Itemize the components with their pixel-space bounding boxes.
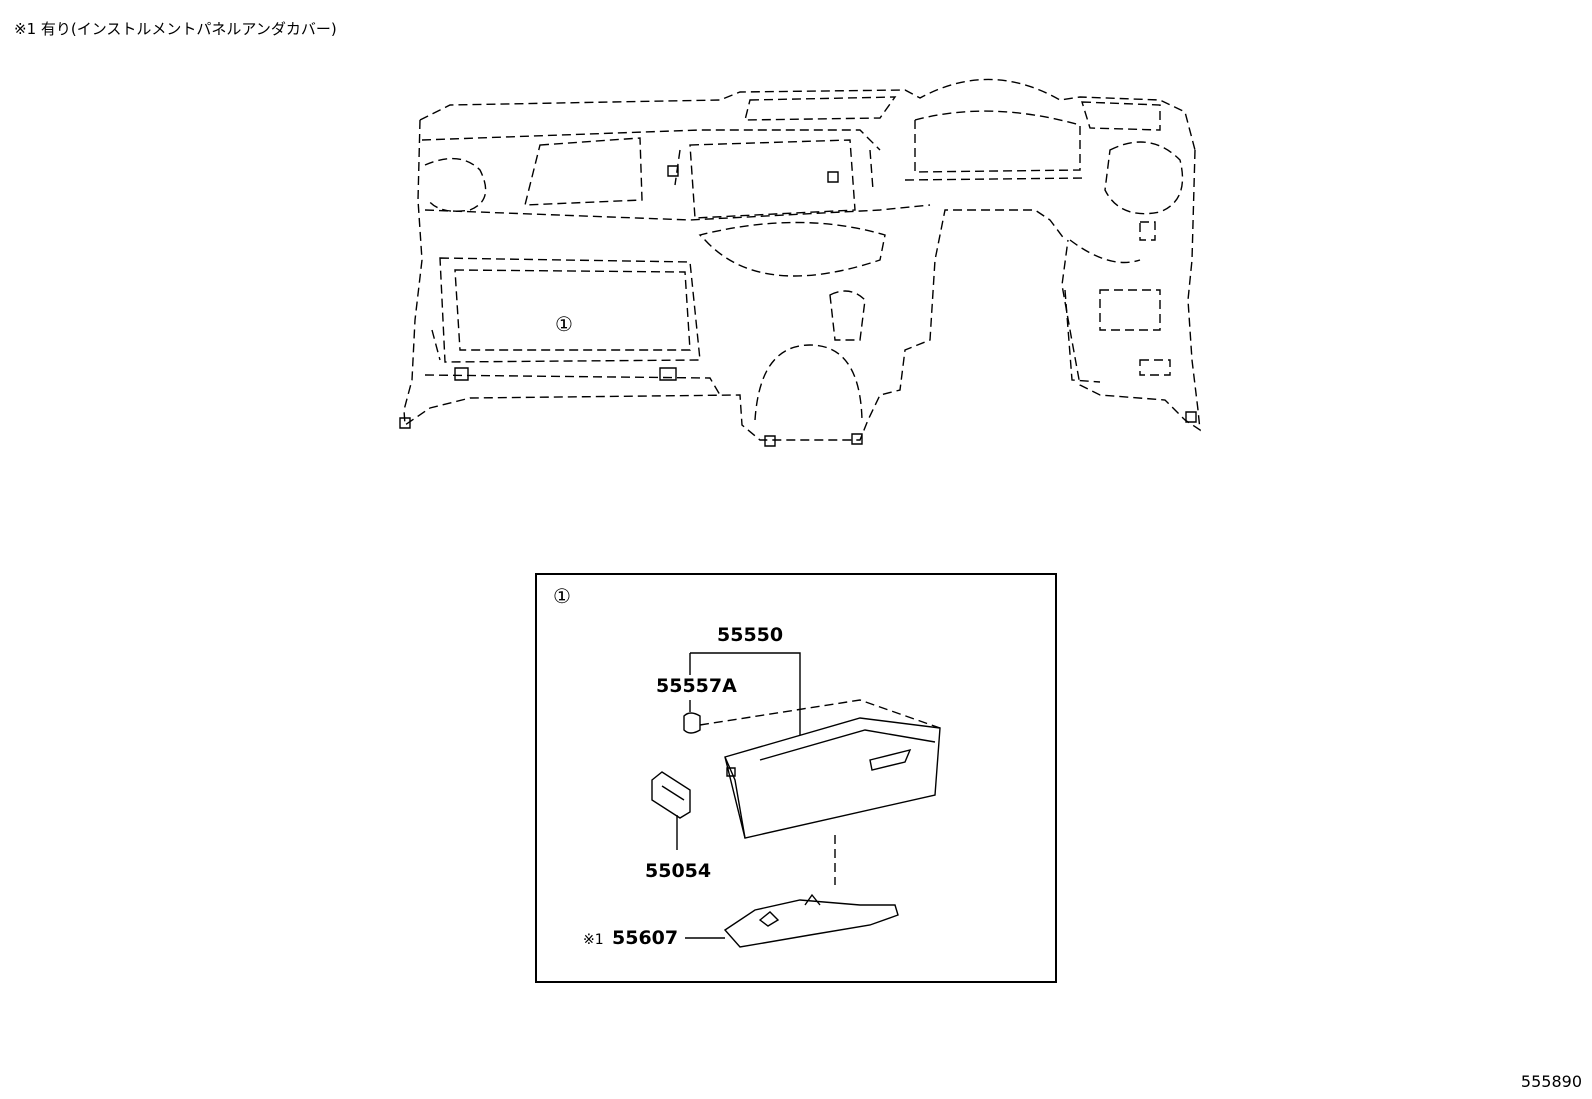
header-note: ※1 有り(インストルメントパネルアンダカバー) bbox=[14, 20, 337, 38]
detail-box-marker: ① bbox=[553, 584, 571, 608]
glove-box-callout: ① bbox=[555, 312, 573, 336]
part-note-mark: ※1 bbox=[583, 932, 604, 948]
part-number-55607: 55607 bbox=[612, 927, 678, 949]
detail-box-frame bbox=[535, 573, 1057, 983]
leader-55550 bbox=[690, 652, 801, 735]
glove-box-drawing bbox=[699, 699, 941, 839]
bumper-drawing bbox=[683, 700, 701, 734]
diagram-id: 555890 bbox=[1520, 1072, 1582, 1091]
hinge-drawing bbox=[651, 771, 691, 850]
part-number-55054: 55054 bbox=[645, 860, 711, 882]
part-number-55550: 55550 bbox=[717, 624, 783, 646]
part-number-55557a: 55557A bbox=[656, 675, 737, 697]
under-cover-drawing bbox=[723, 893, 899, 948]
instrument-panel-outline bbox=[399, 78, 1201, 447]
